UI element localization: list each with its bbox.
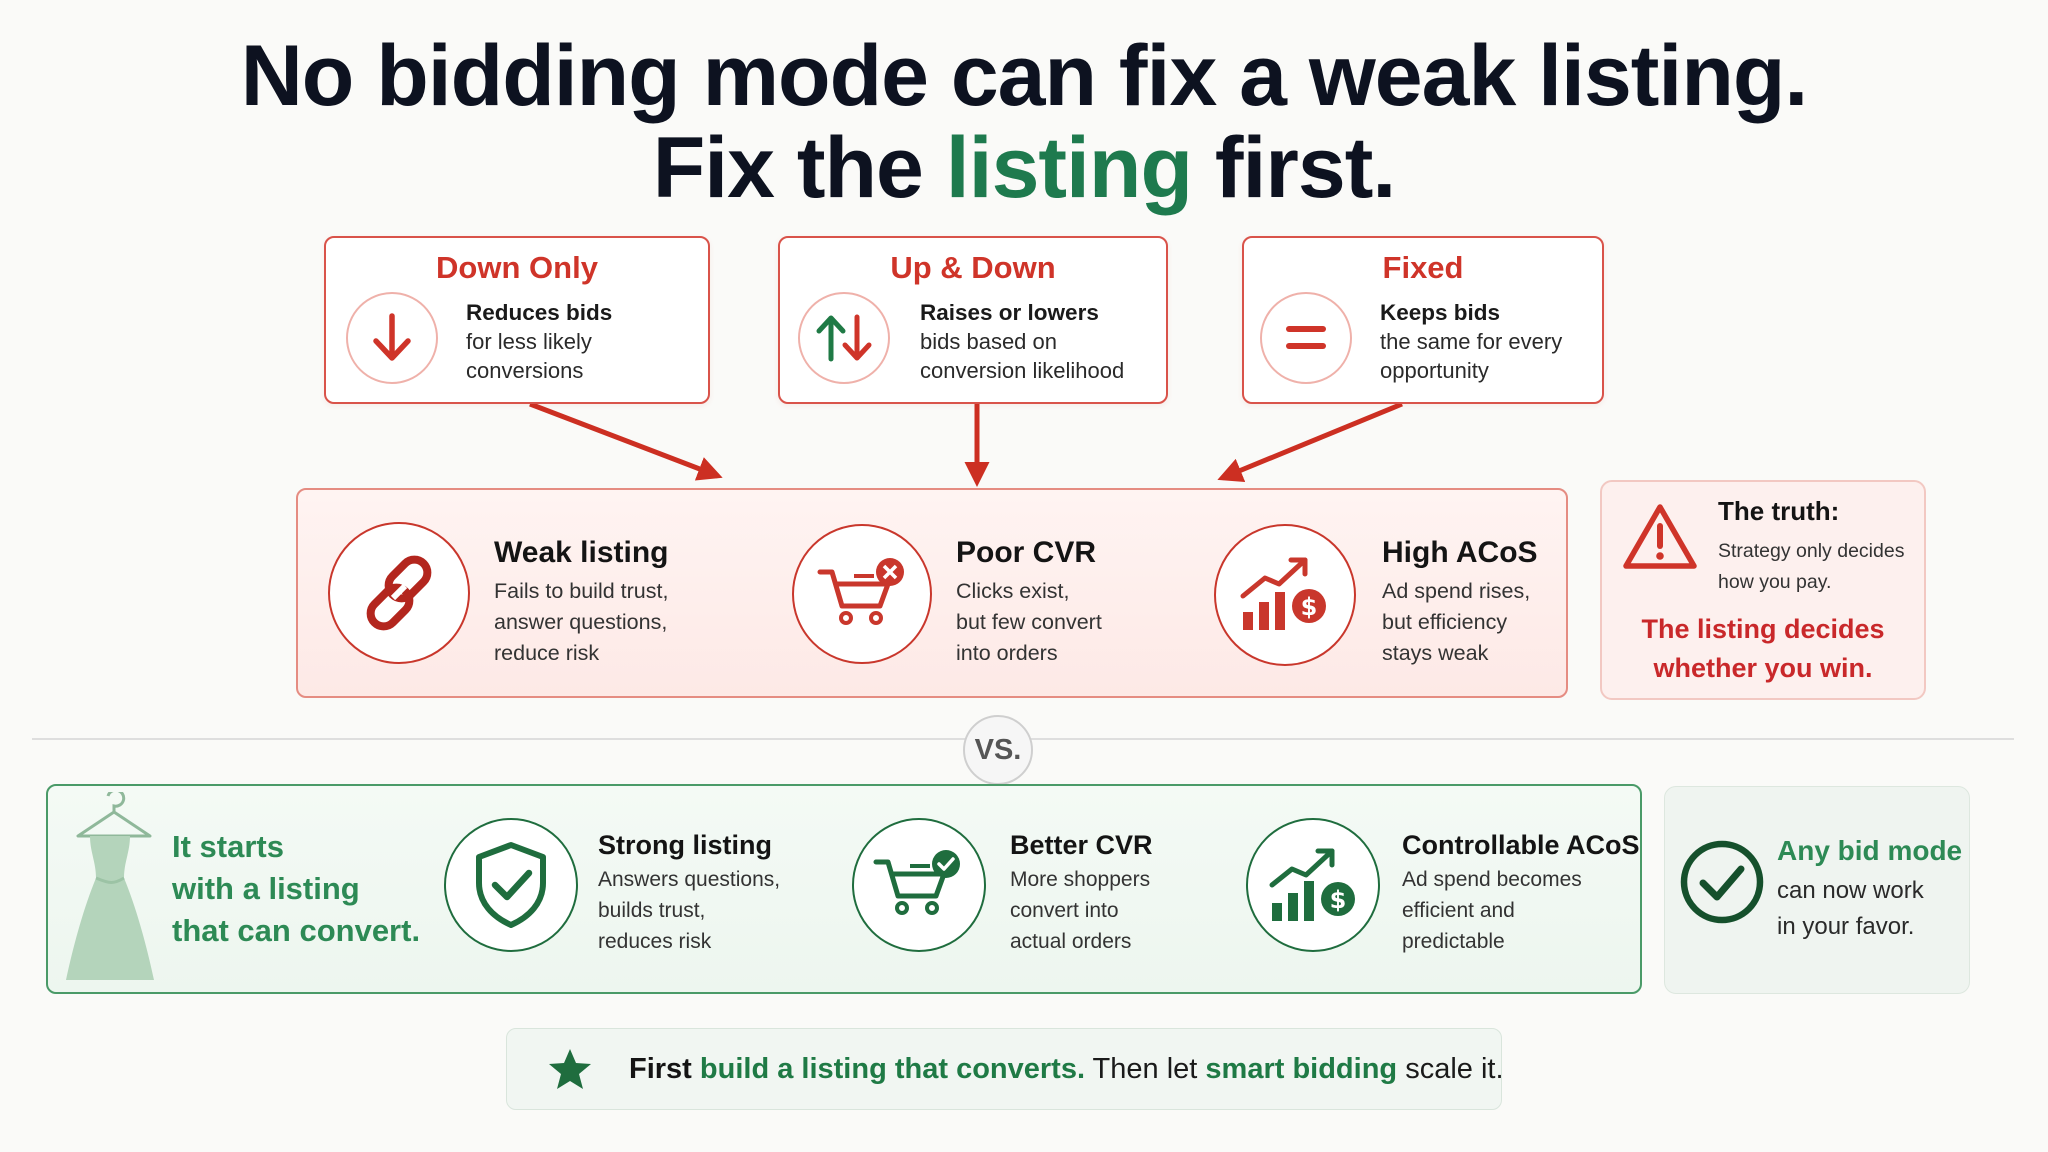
mode-description: Raises or lowers bids based on conversio… bbox=[920, 300, 1125, 383]
any-bid-title: Any bid mode bbox=[1777, 835, 1963, 866]
mode-card-up-down: Up & Down Raises or lowers bids based on… bbox=[778, 236, 1168, 404]
flow-step-body: Fails to build trust,answer questions,re… bbox=[494, 579, 669, 665]
svg-text:$: $ bbox=[1330, 886, 1347, 914]
takeaway-banner: First build a listing that converts. The… bbox=[506, 1028, 1504, 1110]
cart-check-icon bbox=[852, 818, 986, 952]
mode-card-fixed: Fixed Keeps bids the same for every oppo… bbox=[1242, 236, 1604, 404]
arrows-up-down-icon bbox=[798, 292, 890, 384]
chart-dollar-icon: $ bbox=[1214, 524, 1356, 666]
headline-text: Fix the bbox=[652, 120, 946, 216]
flow-step-title: Strong listing bbox=[598, 830, 772, 860]
weak-listing-flow: Weak listing Fails to build trust,answer… bbox=[296, 488, 1568, 698]
check-circle-icon bbox=[1679, 839, 1765, 930]
warning-icon bbox=[1622, 502, 1698, 577]
flow-step-title: Poor CVR bbox=[956, 536, 1097, 569]
headline-line-2: Fix the listing first. bbox=[0, 122, 2048, 214]
truth-title: The truth: bbox=[1718, 496, 1840, 526]
broken-chain-icon bbox=[328, 522, 470, 664]
flow-step-title: Weak listing bbox=[494, 536, 669, 569]
vs-badge: VS. bbox=[963, 715, 1033, 785]
headline-text-end: first. bbox=[1192, 120, 1396, 216]
star-icon bbox=[547, 1047, 593, 1096]
svg-text:$: $ bbox=[1301, 593, 1318, 621]
arrow-down-only bbox=[529, 401, 723, 481]
arrow-down-icon bbox=[346, 292, 438, 384]
mode-title: Fixed bbox=[1382, 250, 1464, 285]
equals-icon bbox=[1260, 292, 1352, 384]
headline-accent: listing bbox=[945, 120, 1193, 216]
dress-icon bbox=[56, 788, 160, 993]
mode-title: Down Only bbox=[436, 250, 598, 285]
mode-description: Keeps bids the same for every opportunit… bbox=[1380, 300, 1563, 383]
chart-dollar-up-icon: $ bbox=[1246, 818, 1380, 952]
arrow-fixed bbox=[1217, 401, 1403, 482]
mode-card-down-only: Down Only Reduces bids for less likely c… bbox=[324, 236, 710, 404]
flow-step-title: Controllable ACoS bbox=[1402, 830, 1640, 860]
cart-x-icon bbox=[792, 524, 932, 664]
flow-step-title: Better CVR bbox=[1010, 830, 1153, 860]
mode-description: Reduces bids for less likely conversions bbox=[466, 300, 613, 383]
takeaway-text: First build a listing that converts. The… bbox=[629, 1053, 1504, 1085]
flow-step-title: High ACoS bbox=[1382, 536, 1538, 569]
mode-title: Up & Down bbox=[890, 250, 1056, 285]
flow-step-body: Answers questions,builds trust,reduces r… bbox=[598, 868, 781, 953]
shield-check-icon bbox=[444, 818, 578, 952]
headline-line-1: No bidding mode can fix a weak listing. bbox=[240, 28, 1809, 124]
